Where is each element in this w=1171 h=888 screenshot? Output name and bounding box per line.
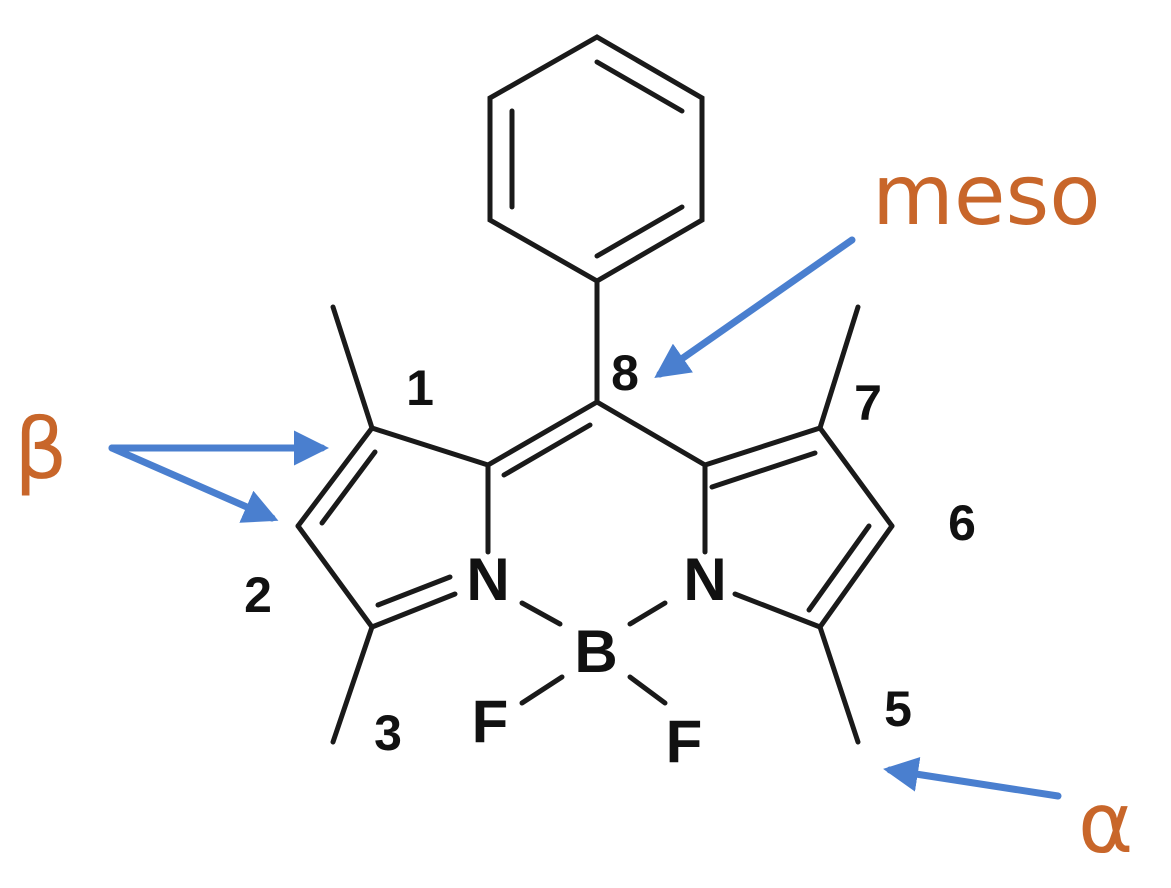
meso-label: meso	[872, 146, 1101, 244]
bond-c5-nright	[732, 591, 823, 630]
phenyl-double-bond-2	[594, 204, 685, 259]
methyl-3	[330, 624, 375, 745]
atom-f-left: F	[472, 688, 509, 755]
position-7: 7	[854, 375, 882, 431]
atom-boron: B	[574, 618, 617, 685]
bond-c8a-c1	[369, 425, 491, 468]
bond-nleft-b	[519, 600, 563, 627]
position-1: 1	[406, 360, 434, 416]
methyl-1	[330, 304, 375, 431]
bond-c8-c8a	[485, 399, 600, 468]
bond-nright-b	[627, 600, 668, 627]
arrows	[108, 236, 1062, 800]
position-5: 5	[884, 681, 912, 737]
phenyl-ring	[487, 34, 705, 284]
bond-c3-nleft	[369, 591, 458, 630]
methyl-5	[817, 624, 861, 745]
bond-c3-nleft-double	[375, 574, 453, 608]
bond-c6-c5	[817, 523, 895, 630]
beta-label: β	[14, 400, 68, 498]
position-2: 2	[244, 567, 272, 623]
methyl-7	[817, 304, 861, 431]
bond-network	[295, 34, 895, 745]
atom-labels: N N B F F	[466, 546, 726, 775]
bond-c7-c6	[817, 425, 895, 529]
phenyl-double-bond-1	[594, 59, 685, 114]
bond-b-fright	[627, 674, 668, 706]
bond-c8-c8a-double	[501, 422, 593, 478]
bond-c7a-c7-double	[709, 450, 818, 490]
meso-arrow-icon	[654, 236, 856, 379]
bond-c1-c2-double	[319, 449, 378, 526]
position-numbers: 1 2 3 5 6 7 8	[244, 345, 976, 761]
bond-b-fleft	[519, 674, 565, 706]
alpha-label: α	[1078, 774, 1133, 872]
region-labels: β meso α	[14, 146, 1133, 872]
bond-c2-c3	[295, 523, 375, 630]
bond-c8-c7a	[594, 399, 708, 468]
alpha-arrow-icon	[883, 756, 1062, 800]
position-8: 8	[611, 345, 639, 401]
beta-arrow-2-icon	[108, 444, 279, 523]
position-3: 3	[374, 705, 402, 761]
position-6: 6	[948, 495, 976, 551]
bond-c7a-c7	[702, 425, 823, 468]
atom-n-left: N	[466, 546, 509, 613]
bond-c1-c2	[295, 425, 375, 529]
atom-n-right: N	[683, 546, 726, 613]
atom-f-right: F	[666, 708, 703, 775]
bond-c6-c5-double	[806, 523, 872, 613]
